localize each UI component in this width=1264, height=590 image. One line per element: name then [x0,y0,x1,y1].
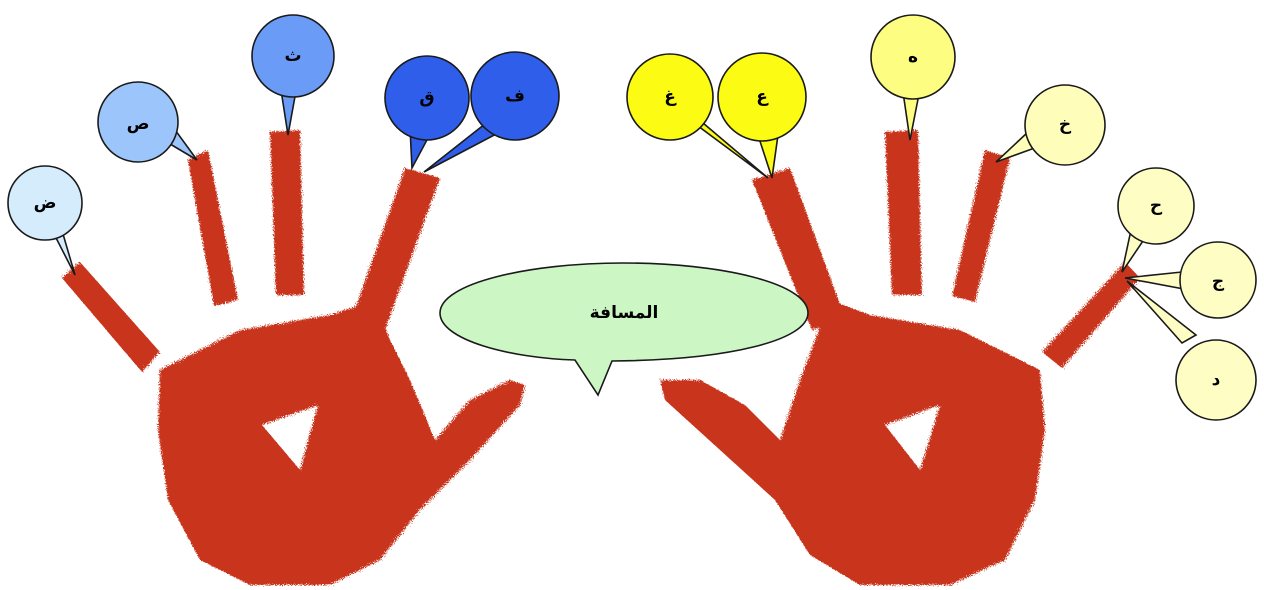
bubble-dad: ض [8,166,82,275]
bubble-ain: ع [718,53,806,178]
bubble-ain-label: ع [756,87,769,107]
bubble-tha-label: ث [284,46,301,66]
bubble-sad: ص [98,82,197,162]
left-middle [270,130,304,295]
right-hand [660,130,1140,585]
bubble-qaf-label: ق [419,88,434,108]
right-middle [885,130,922,295]
bubble-ha-label: ه [908,47,918,67]
bubble-sad-label: ص [127,114,150,134]
bubble-jim-label: ج [1212,272,1225,292]
left-hand-palm [158,300,525,585]
left-hand [62,130,525,585]
bubble-kha-label: خ [1059,115,1072,135]
bubble-tha: ث [252,15,334,135]
bubble-hha: ح [1118,168,1194,272]
space-label: المسافة [590,303,659,323]
right-ring [952,150,1010,302]
bubble-ha: ه [871,15,955,140]
left-pinky [62,262,160,372]
bubble-kha: خ [996,85,1105,165]
bubble-hha-label: ح [1150,196,1163,216]
bubble-fa-label: ف [505,86,525,106]
bubble-dal-label: د [1212,370,1221,390]
space-bubble-shape [440,263,808,395]
left-ring [188,150,238,306]
bubble-dad-label: ض [34,193,57,213]
left-index [352,168,440,330]
bubble-jim: ج [1125,242,1256,318]
space-bubble: المسافة [440,263,808,395]
bubble-ghain-label: غ [664,87,677,107]
